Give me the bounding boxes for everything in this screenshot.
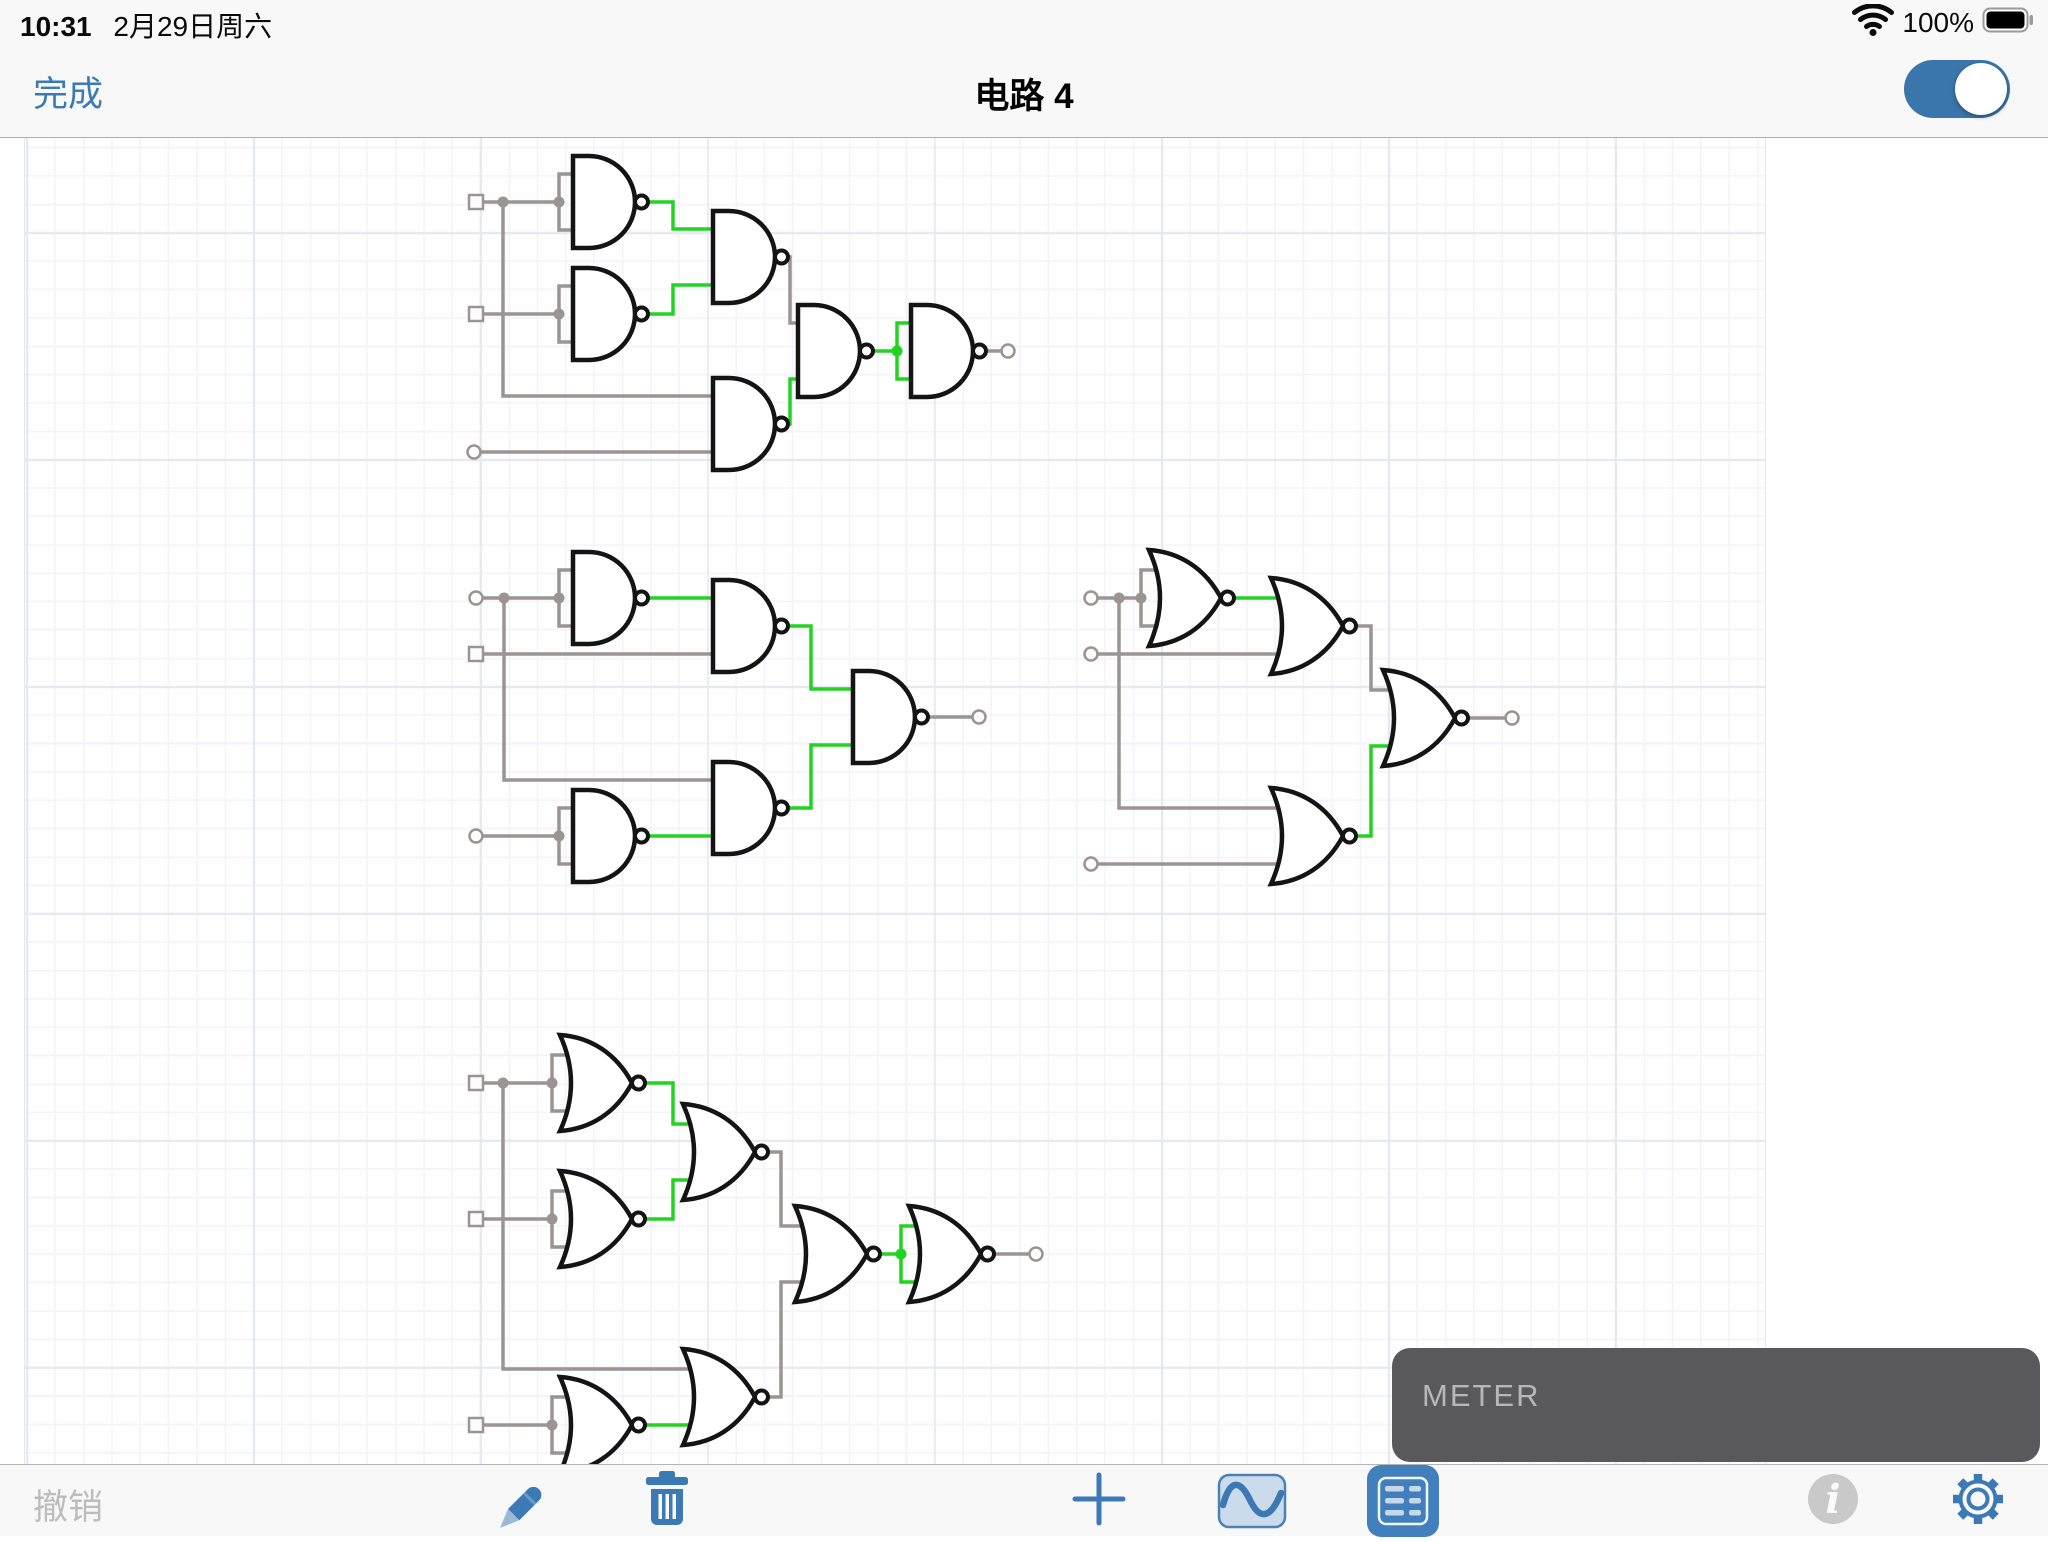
power-toggle[interactable] [1904,60,2010,118]
waveform-scope-icon[interactable] [1217,1473,1287,1534]
status-time: 10:31 [20,11,92,42]
status-left: 10:31 2月29日周六 [20,5,272,45]
info-icon[interactable]: i [1805,1471,1861,1532]
pencil-icon[interactable] [486,1467,550,1536]
battery-icon [1982,7,2034,38]
meter-tooltip-label: METER [1422,1378,1541,1413]
power-toggle-knob [1955,63,2007,115]
meter-tooltip: METER [1392,1348,2040,1462]
trash-icon[interactable] [638,1469,696,1534]
settings-gear-icon[interactable] [1946,1467,2010,1536]
status-date: 2月29日周六 [113,11,273,42]
wifi-icon [1852,3,1895,41]
done-button[interactable]: 完成 [33,75,104,114]
status-bar: 10:31 2月29日周六 100% [0,0,2048,42]
nav-bar: 完成 电路 4 [0,40,2048,138]
schematic-canvas[interactable] [24,138,1766,1464]
status-right: 100% [1852,3,2034,41]
add-component-icon[interactable] [1071,1471,1127,1532]
page-title: 电路 4 [974,77,1074,116]
bottom-toolbar: 撤销 [0,1464,2048,1537]
meter-list-button[interactable] [1367,1465,1439,1542]
header-bar: 10:31 2月29日周六 100% 完成 [0,0,2048,138]
battery-percent: 100% [1902,6,1974,38]
undo-button[interactable]: 撤销 [33,1488,104,1527]
svg-text:i: i [1825,1476,1840,1523]
